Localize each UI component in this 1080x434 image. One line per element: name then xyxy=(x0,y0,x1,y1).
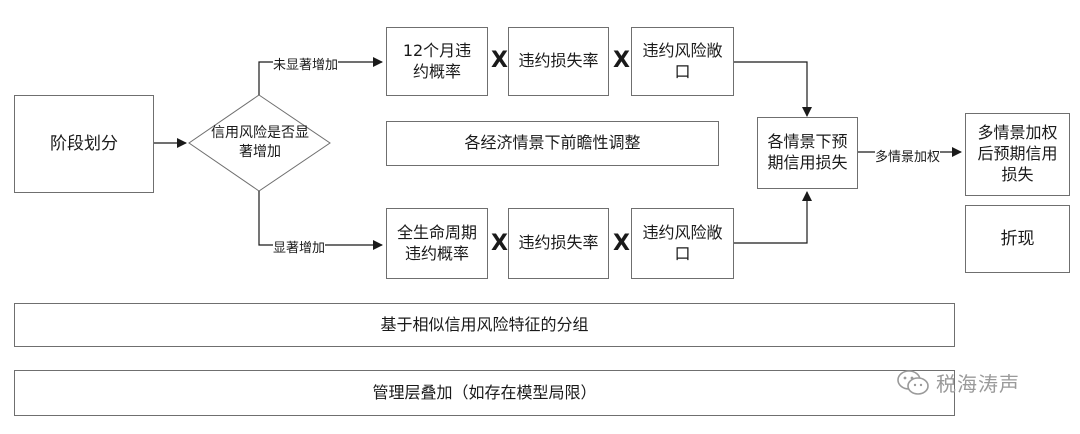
ead-label-bottom: 违约风险敞口 xyxy=(642,222,723,263)
pd-lifetime-label: 全生命周期违约概率 xyxy=(396,222,477,263)
discount-label: 折现 xyxy=(1000,228,1035,249)
multiply-symbol: X xyxy=(613,231,630,256)
lgd-box-bottom: 违约损失率 xyxy=(508,208,609,279)
multiply-symbol: X xyxy=(491,231,508,256)
pd-lifetime-box: 全生命周期违约概率 xyxy=(386,208,488,279)
stage-division-box: 阶段划分 xyxy=(14,95,154,193)
stage-division-label: 阶段划分 xyxy=(50,133,118,154)
watermark-text: 税海涛声 xyxy=(936,372,1020,396)
forward-adjustment-box: 各经济情景下前瞻性调整 xyxy=(386,121,719,166)
ead-box-bottom: 违约风险敞口 xyxy=(631,208,734,279)
multiply-symbol: X xyxy=(491,48,508,73)
management-overlay-bar: 管理层叠加（如存在模型局限） xyxy=(14,370,955,416)
weighting-label: 多情景加权 xyxy=(875,146,941,165)
discount-box: 折现 xyxy=(965,205,1070,273)
grouping-bar: 基于相似信用风险特征的分组 xyxy=(14,303,955,347)
wechat-icon xyxy=(897,369,929,395)
multiply-symbol: X xyxy=(613,48,630,73)
branch-label-significant: 显著增加 xyxy=(273,237,326,256)
decision-label: 信用风险是否显著增加 xyxy=(211,125,309,160)
scenario-ecl-label: 各情景下预期信用损失 xyxy=(767,132,848,172)
weighted-ecl-label: 多情景加权后预期信用损失 xyxy=(977,123,1058,184)
grouping-label: 基于相似信用风险特征的分组 xyxy=(380,314,589,334)
ead-box-top: 违约风险敞口 xyxy=(631,27,734,96)
watermark: 税海涛声 xyxy=(896,368,1020,397)
forward-adjustment-label: 各经济情景下前瞻性调整 xyxy=(464,133,641,153)
management-overlay-label: 管理层叠加（如存在模型局限） xyxy=(372,382,597,402)
ead-label-top: 违约风险敞口 xyxy=(642,40,723,81)
branch-label-not-significant: 未显著增加 xyxy=(273,54,339,73)
lgd-label-top: 违约损失率 xyxy=(518,51,599,71)
lgd-label-bottom: 违约损失率 xyxy=(518,233,599,253)
weighted-ecl-box: 多情景加权后预期信用损失 xyxy=(965,113,1070,196)
pd-12-month-label: 12个月违约概率 xyxy=(402,40,472,81)
lgd-box-top: 违约损失率 xyxy=(508,27,609,96)
scenario-ecl-box: 各情景下预期信用损失 xyxy=(757,117,858,189)
pd-12-month-box: 12个月违约概率 xyxy=(386,27,488,96)
